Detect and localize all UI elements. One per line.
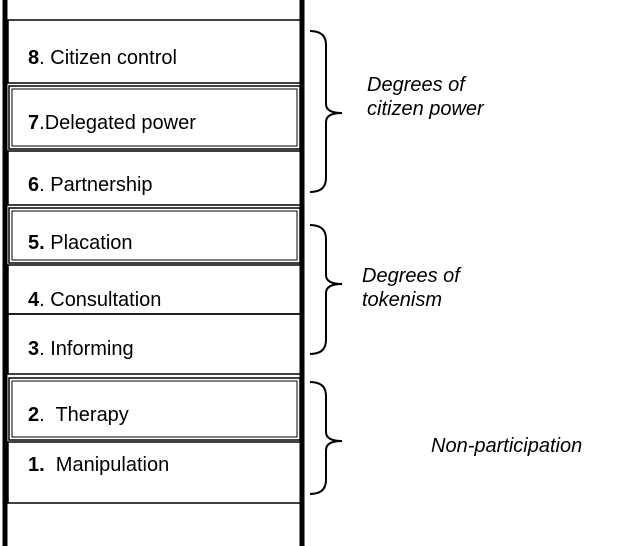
rung-text: Consultation — [44, 289, 162, 311]
rung-text: Therapy — [44, 404, 129, 426]
rung-box-5-inner — [11, 210, 298, 261]
rung-text: Manipulation — [44, 454, 170, 476]
brace-citizen-power — [309, 30, 343, 193]
group-label-tokenism: Degrees of tokenism — [362, 264, 460, 312]
group-label-line: Non-participation — [431, 435, 583, 457]
rung-label-5: 5. Placation — [28, 231, 133, 255]
group-label-line: Degrees of — [362, 265, 460, 287]
rung-separator: . — [39, 47, 45, 69]
rung-box-8 — [7, 19, 302, 84]
rung-number: 7 — [28, 112, 40, 134]
rung-number: 6 — [28, 174, 40, 196]
rung-label-7: 7.Delegated power — [28, 111, 196, 135]
rung-number: 1. — [28, 454, 45, 476]
rung-number: 8 — [28, 47, 40, 69]
rung-separator: . — [39, 338, 45, 360]
group-label-line: citizen power — [367, 98, 484, 120]
rung-text: Placation — [44, 232, 133, 254]
rung-label-8: 8. Citizen control — [28, 46, 177, 70]
rung-number: 3 — [28, 338, 40, 360]
rung-label-2: 2. Therapy — [28, 403, 129, 427]
rung-text: Delegated power — [44, 112, 196, 134]
rung-label-3: 3. Informing — [28, 337, 134, 361]
rung-text: Informing — [44, 338, 134, 360]
rung-box-1 — [7, 441, 302, 504]
rung-box-7-inner — [11, 88, 298, 147]
rung-box-2 — [8, 377, 301, 441]
group-label-non-participation: Non-participation — [431, 434, 582, 458]
rung-label-6: 6. Partnership — [28, 173, 153, 197]
rung-box-6 — [7, 150, 302, 206]
group-label-line: Degrees of — [367, 74, 465, 96]
rung-number: 5. — [28, 232, 45, 254]
brace-tokenism — [309, 224, 343, 355]
rung-number: 4 — [28, 289, 40, 311]
rung-box-2-inner — [11, 380, 298, 438]
rung-box-7 — [8, 85, 301, 150]
rung-label-4: 4. Consultation — [28, 288, 161, 312]
brace-non-participation — [309, 381, 343, 495]
rung-number: 2 — [28, 404, 40, 426]
group-label-citizen-power: Degrees of citizen power — [367, 73, 484, 121]
rung-separator: . — [39, 289, 45, 311]
rung-label-1: 1. Manipulation — [28, 453, 169, 477]
rung-text: Partnership — [44, 174, 153, 196]
rung-text: Citizen control — [44, 47, 177, 69]
rung-box-5 — [8, 207, 301, 264]
rung-separator: . — [39, 174, 45, 196]
rung-separator: . — [39, 112, 45, 134]
rung-separator: . — [39, 404, 45, 426]
rung-box-3 — [7, 313, 302, 375]
group-label-line: tokenism — [362, 289, 443, 311]
